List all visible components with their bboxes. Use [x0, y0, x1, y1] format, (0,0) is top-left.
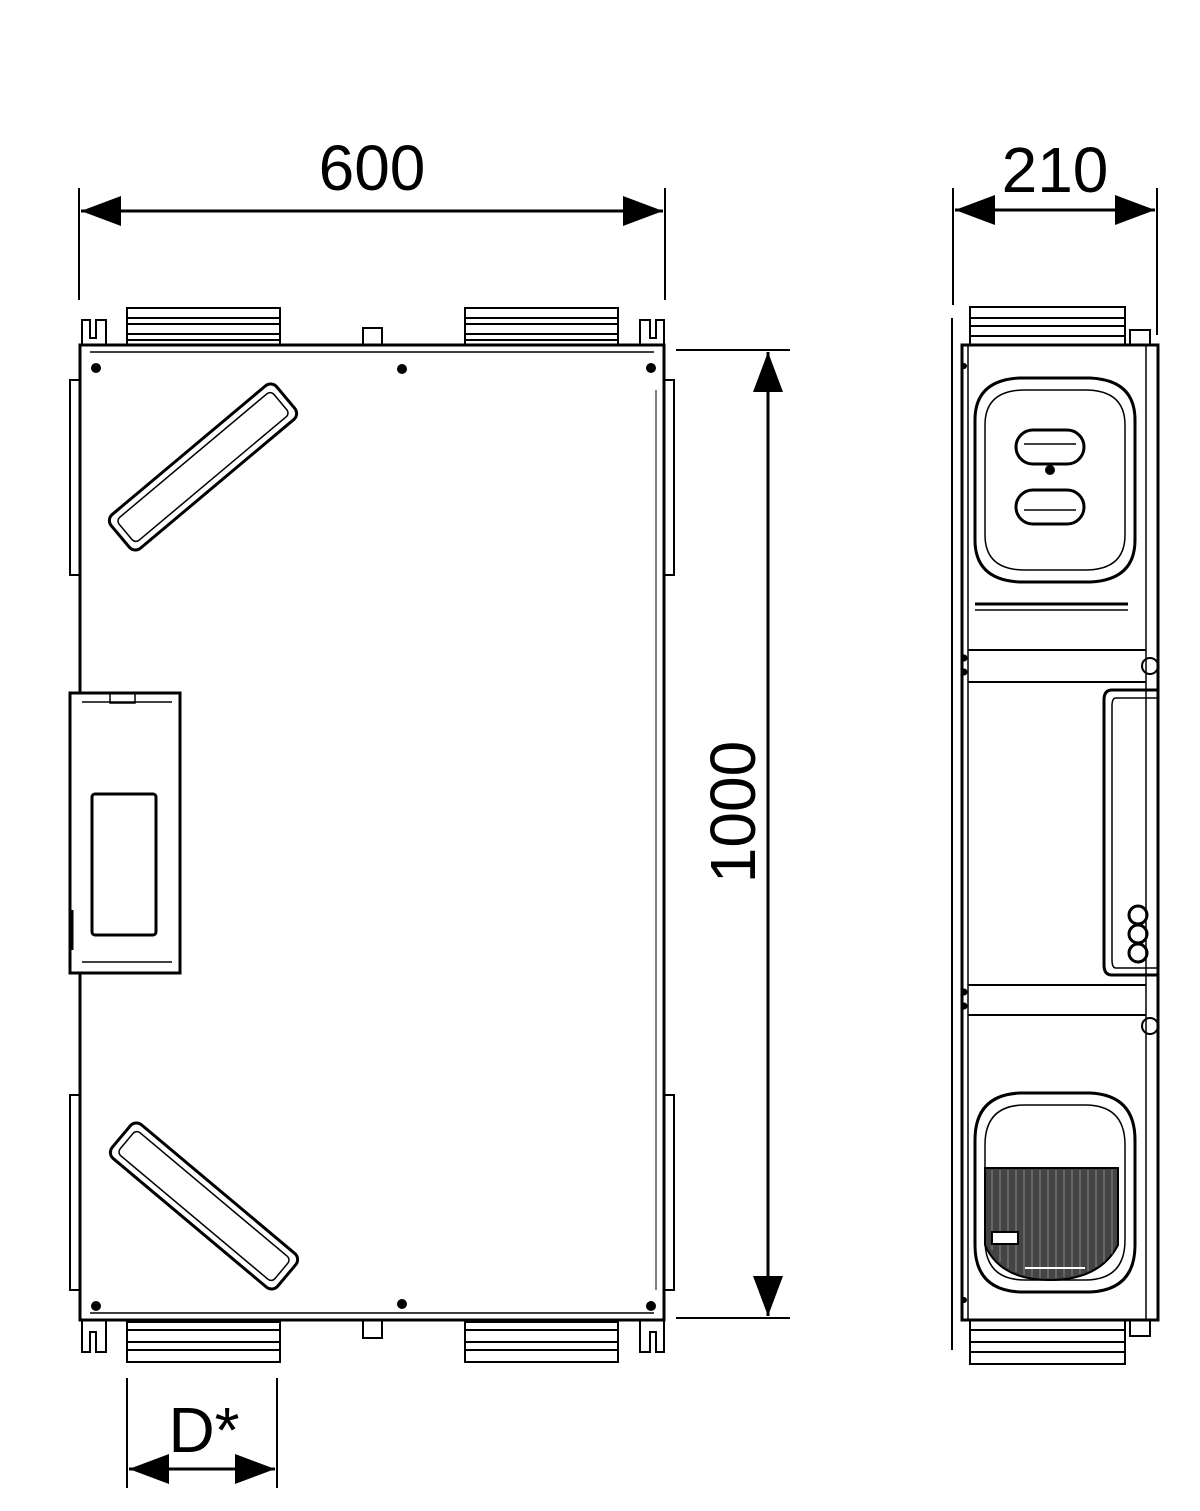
side-filter-handle-upper — [1014, 428, 1086, 466]
display-window — [90, 792, 158, 937]
side-control-bracket — [1102, 657, 1159, 1035]
front-top-clip-left — [81, 319, 107, 345]
front-bottom-clip-right — [639, 1320, 665, 1353]
side-filter-handle-lower — [1014, 488, 1086, 526]
side-top-spigot — [969, 306, 1126, 348]
front-rail-right-top — [664, 379, 675, 576]
front-rail-left-bottom — [69, 1094, 80, 1291]
side-top-port — [973, 376, 1137, 584]
fan-blades — [991, 1170, 1113, 1278]
depth-label: 210 — [1002, 134, 1109, 206]
side-view — [951, 306, 1160, 1365]
front-top-drain — [362, 327, 383, 345]
front-handle-top — [107, 382, 299, 552]
side-connector-3 — [1127, 942, 1149, 964]
height-dimension: 1000 — [676, 349, 790, 1319]
front-top-clip-right — [639, 319, 665, 345]
front-control-box — [68, 691, 182, 975]
height-label: 1000 — [697, 741, 769, 883]
duct-label: D* — [168, 1394, 239, 1466]
front-handle-bottom — [108, 1121, 300, 1291]
front-top-spigot-left — [126, 307, 281, 346]
side-bottom-port — [973, 1091, 1137, 1294]
depth-dimension: 210 — [952, 134, 1158, 335]
front-top-spigot-right — [464, 307, 619, 346]
width-label: 600 — [319, 132, 426, 204]
side-screws — [960, 363, 968, 1303]
front-rail-right-bottom — [664, 1094, 675, 1291]
fan-wheel — [984, 1167, 1119, 1282]
front-bottom-clip-left — [81, 1320, 107, 1353]
width-dimension: 600 — [78, 132, 666, 300]
front-rail-left-top — [69, 379, 80, 576]
front-bottom-spigot-right — [464, 1321, 619, 1363]
front-screws — [91, 363, 656, 1311]
front-bottom-spigot-left — [126, 1321, 281, 1363]
front-view — [68, 307, 675, 1363]
duct-dimension: D* — [126, 1378, 278, 1488]
side-bottom-spigot — [969, 1319, 1126, 1365]
front-bottom-drain — [362, 1320, 383, 1339]
